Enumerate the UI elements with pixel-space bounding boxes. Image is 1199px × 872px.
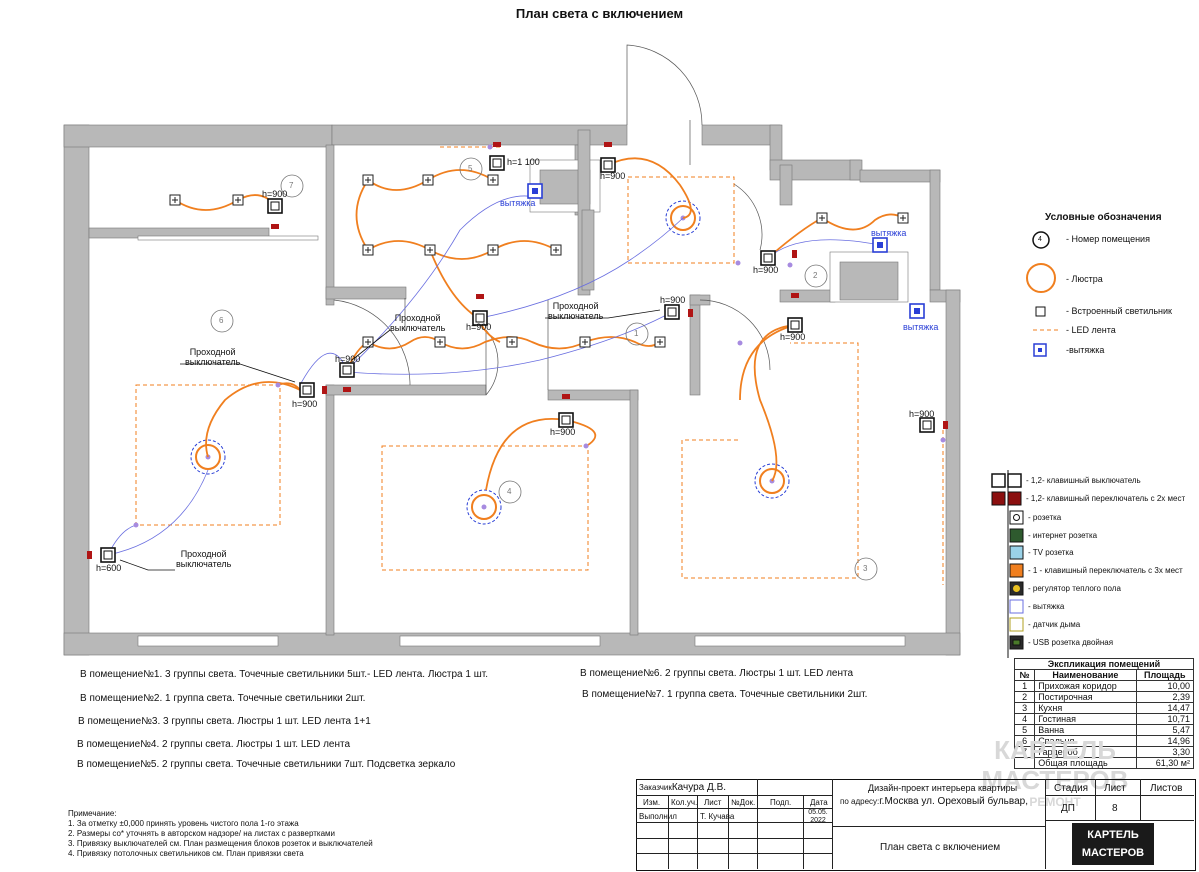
- stamp-col: Кол.уч.: [671, 798, 698, 807]
- sheets-label: Листов: [1150, 783, 1183, 794]
- room-number: 4: [507, 487, 512, 496]
- sheet-value: 8: [1112, 803, 1118, 814]
- stamp-col: №Док.: [731, 798, 756, 807]
- sheet-label: Лист: [1104, 783, 1126, 794]
- symbol-item: - интернет розетка: [1028, 531, 1098, 540]
- room-note: В помещение№2. 1 группа света. Точечные …: [80, 693, 366, 704]
- general-notes: Примечание: 1. За отметку ±0,000 принять…: [68, 809, 373, 858]
- room-note: В помещение№6. 2 группы света. Люстры 1 …: [580, 668, 854, 679]
- stamp-col: Лист: [704, 798, 722, 807]
- stage-label: Стадия: [1054, 783, 1089, 794]
- height-label: h=900: [335, 354, 361, 364]
- height-label: h=900: [909, 409, 935, 419]
- height-label: h=1 100: [507, 157, 540, 167]
- symbol-item: - датчик дыма: [1028, 620, 1081, 629]
- symbol-item: - 1 - клавишный переключатель с 3х мест: [1028, 566, 1183, 575]
- table-header: Площадь: [1135, 669, 1194, 681]
- stamp-col: Дата: [810, 798, 828, 807]
- room-note: В помещение№3. 3 группы света. Люстры 1 …: [78, 716, 371, 727]
- legend-item: - Люстра: [1066, 274, 1103, 284]
- height-label: h=900: [262, 189, 288, 199]
- height-label: h=900: [292, 399, 318, 409]
- stamp-date: 05.05. 2022: [808, 809, 828, 824]
- height-label: h=900: [600, 171, 626, 181]
- explication-table: Экспликация помещений № Наименование Пло…: [1013, 658, 1194, 769]
- height-label: h=900: [466, 322, 492, 332]
- company-logo: КАРТЕЛЬ МАСТЕРОВ: [1072, 823, 1154, 865]
- title-block: [636, 779, 1196, 871]
- room-number: 1: [634, 329, 639, 338]
- legend-room-sample: 4: [1038, 236, 1042, 243]
- symbol-item: - регулятор теплого пола: [1028, 584, 1121, 593]
- table-header: №: [1013, 669, 1036, 681]
- symbol-item: - розетка: [1028, 513, 1062, 522]
- watermark-logo: КАРТЕЛЬ МАСТЕРОВ РЕМОНТ: [981, 735, 1129, 809]
- legend-item: - Номер помещения: [1066, 234, 1150, 244]
- symbol-item: - вытяжка: [1028, 602, 1065, 611]
- height-label: h=600: [96, 563, 122, 573]
- address-line: по адресу:г.Москва ул. Ореховый бульвар,: [840, 796, 1028, 807]
- hood-label: вытяжка: [903, 322, 939, 332]
- stamp-col: Изм.: [643, 798, 661, 807]
- legend-item: -вытяжка: [1066, 345, 1105, 355]
- height-label: h=900: [550, 427, 576, 437]
- height-label: h=900: [780, 332, 806, 342]
- hood-label: вытяжка: [500, 198, 536, 208]
- symbol-item: - USB розетка двойная: [1028, 638, 1114, 647]
- room-note: В помещение№7. 1 группа света. Точечные …: [582, 689, 868, 700]
- room-note: В помещение№4. 2 группы света. Люстры 1 …: [77, 739, 351, 750]
- symbol-item: - TV розетка: [1028, 548, 1074, 557]
- customer-label: ЗаказчикКачура Д.В.: [639, 782, 727, 793]
- room-note: В помещение№1. 3 группы света. Точечные …: [80, 669, 488, 680]
- room-number: 5: [468, 164, 473, 173]
- hood-label: вытяжка: [871, 228, 907, 238]
- project-title: Дизайн-проект интерьера квартиры: [868, 783, 1018, 793]
- explication-title: Экспликация помещений: [1014, 658, 1194, 670]
- legend-title: Условные обозначения: [1045, 212, 1162, 223]
- table-header: Наименование: [1034, 669, 1137, 681]
- height-label: h=900: [660, 295, 686, 305]
- symbol-item: - 1,2- клавишный переключатель с 2х мест: [1026, 494, 1186, 503]
- performer: Т. Кучава: [700, 812, 735, 821]
- legend-item: - LED лента: [1066, 325, 1116, 335]
- stamp-col: Подп.: [770, 798, 792, 807]
- room-number: 3: [863, 564, 868, 573]
- legend-item: - Встроенный светильник: [1066, 306, 1172, 316]
- height-label: h=900: [753, 265, 779, 275]
- stage-value: ДП: [1061, 803, 1075, 814]
- room-number: 7: [289, 181, 294, 190]
- room-note: В помещение№5. 2 группы света. Точечные …: [77, 759, 456, 770]
- room-number: 2: [813, 271, 818, 280]
- page-title: План света с включением: [515, 6, 684, 21]
- symbol-item: - 1,2- клавишный выключатель: [1026, 476, 1141, 485]
- performed-label: Выполнил: [639, 812, 677, 821]
- room-number: 6: [219, 316, 224, 325]
- sheet-title: План света с включением: [880, 842, 1001, 853]
